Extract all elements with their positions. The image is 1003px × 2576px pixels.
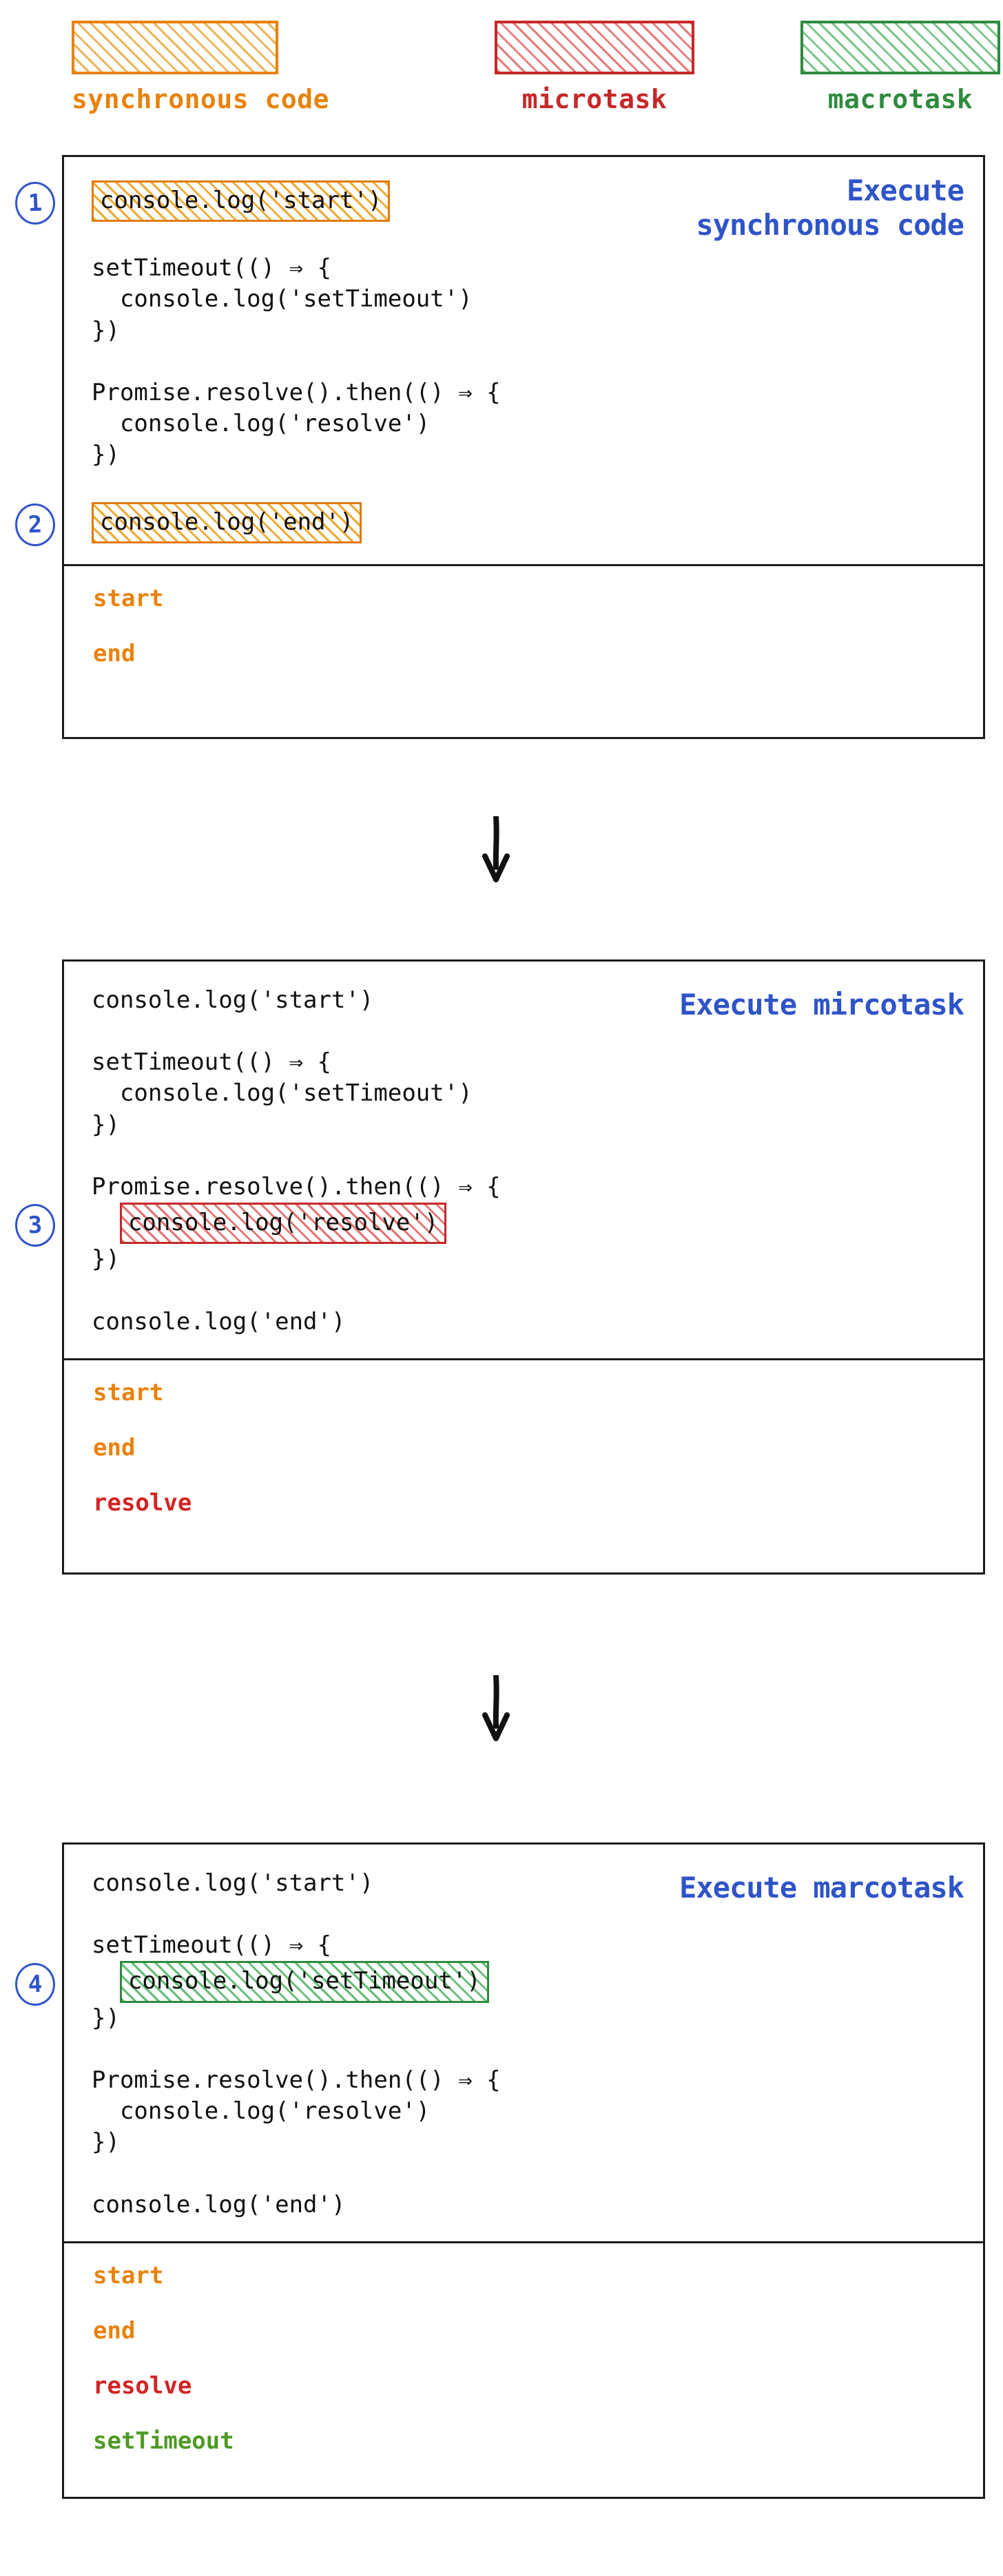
- legend: synchronous code microtask macrotask: [0, 0, 1003, 114]
- panel-divider: [64, 2241, 983, 2243]
- step-panel-3: Execute marcotask console.log('start') set…: [62, 1842, 985, 2499]
- console-output-line-sync: end: [93, 639, 136, 667]
- code-line: console.log('resolve'): [92, 2097, 431, 2126]
- code-line-blank: [92, 2159, 983, 2190]
- code-line-blank: [92, 346, 983, 377]
- console-output-line-micro: resolve: [93, 2371, 192, 2400]
- console-output-line-sync: end: [93, 1433, 136, 1462]
- panel-divider: [64, 1358, 983, 1360]
- code-line: console.log('resolve'): [92, 410, 431, 438]
- console-output-panel-2: start end resolve: [64, 1360, 983, 1572]
- code-block-panel-2: Execute mircotask console.log('start') set…: [64, 962, 983, 1358]
- highlight-box-sync: console.log('end'): [92, 501, 362, 543]
- code-line: }): [92, 441, 120, 469]
- code-line-highlighted-sync: console.log('end'): [92, 501, 983, 543]
- legend-label-macrotask: macrotask: [827, 84, 973, 114]
- legend-label-microtask: microtask: [521, 84, 668, 114]
- console-output-panel-1: start end: [64, 566, 983, 737]
- legend-swatch-macrotask: [800, 21, 1000, 74]
- highlight-box-sync: console.log('start'): [92, 180, 391, 222]
- code-line: Promise.resolve().then(() ⇒ {: [92, 1172, 501, 1201]
- highlight-text: console.log('end'): [100, 508, 354, 536]
- code-line: console.log('setTimeout'): [92, 1079, 473, 1108]
- legend-swatch-synchronous-code: [72, 21, 278, 74]
- legend-swatch-microtask: [495, 21, 694, 74]
- code-line: console.log('start'): [92, 1869, 374, 1897]
- step-number-badge-1: 1: [14, 181, 56, 226]
- console-output-line-sync: start: [93, 1378, 164, 1406]
- console-output-line-sync: end: [93, 2316, 136, 2345]
- step-number-badge-2: 2: [14, 502, 56, 547]
- code-lines: console.log('start') setTimeout(() ⇒ { co…: [64, 1868, 983, 2221]
- highlight-text: console.log('setTimeout'): [127, 1967, 481, 1995]
- code-line: console.log('setTimeout'): [92, 285, 473, 313]
- legend-item-microtask: microtask: [495, 21, 694, 114]
- code-line: }): [92, 1110, 120, 1139]
- code-line: console.log('start'): [92, 986, 374, 1014]
- panel-title-2: Execute mircotask: [679, 988, 964, 1021]
- console-output-panel-3: start end resolve setTimeout: [64, 2243, 983, 2497]
- code-line: setTimeout(() ⇒ {: [92, 1931, 331, 1960]
- step-panel-2: Execute mircotask console.log('start') set…: [62, 959, 985, 1575]
- code-line-highlighted-macro: console.log('setTimeout'): [92, 1961, 983, 2003]
- code-lines: console.log('start') setTimeout(() ⇒ { co…: [64, 985, 983, 1338]
- code-line-blank: [92, 1141, 983, 1172]
- code-line: }): [92, 2004, 120, 2032]
- console-output-line-macro: setTimeout: [93, 2427, 234, 2455]
- code-line-blank: [92, 471, 983, 502]
- code-line: console.log('end'): [92, 2190, 346, 2219]
- panel-title-1: Execute synchronous code: [696, 174, 964, 242]
- code-block-panel-3: Execute marcotask console.log('start') set…: [64, 1845, 983, 2241]
- code-line-blank: [92, 1276, 983, 1307]
- console-output-line-sync: start: [93, 584, 164, 612]
- flow-arrow-down-icon: [482, 1675, 510, 1742]
- code-line-highlighted-sync: console.log('start'): [92, 180, 983, 222]
- legend-item-macrotask: macrotask: [800, 21, 1000, 114]
- code-line: setTimeout(() ⇒ {: [92, 1048, 331, 1077]
- console-output-line-sync: start: [93, 2261, 164, 2289]
- panel-title-3: Execute marcotask: [679, 1871, 964, 1904]
- code-line: }): [92, 2128, 120, 2157]
- highlight-text: console.log('start'): [100, 187, 382, 214]
- code-line-highlighted-micro: console.log('resolve'): [92, 1203, 983, 1245]
- code-lines: console.log('start') setTimeout(() ⇒ { co…: [64, 180, 983, 543]
- code-line-blank: [92, 2034, 983, 2065]
- code-line: setTimeout(() ⇒ {: [92, 254, 331, 282]
- legend-item-synchronous-code: synchronous code: [72, 21, 330, 114]
- panel-divider: [64, 563, 983, 566]
- console-output-line-micro: resolve: [93, 1488, 192, 1517]
- highlight-box-macro: console.log('setTimeout'): [119, 1961, 489, 2003]
- flow-arrow-down-icon: [482, 816, 510, 882]
- highlight-box-micro: console.log('resolve'): [119, 1203, 447, 1245]
- code-line: console.log('end'): [92, 1307, 346, 1336]
- code-line: }): [92, 316, 120, 344]
- step-number-badge-4: 4: [14, 1962, 56, 2006]
- highlight-text: console.log('resolve'): [127, 1209, 439, 1237]
- step-number-badge-3: 3: [14, 1203, 56, 1248]
- code-line: }): [92, 1245, 120, 1274]
- code-line: Promise.resolve().then(() ⇒ {: [92, 378, 501, 406]
- code-line: Promise.resolve().then(() ⇒ {: [92, 2066, 501, 2094]
- legend-label-synchronous-code: synchronous code: [72, 84, 330, 114]
